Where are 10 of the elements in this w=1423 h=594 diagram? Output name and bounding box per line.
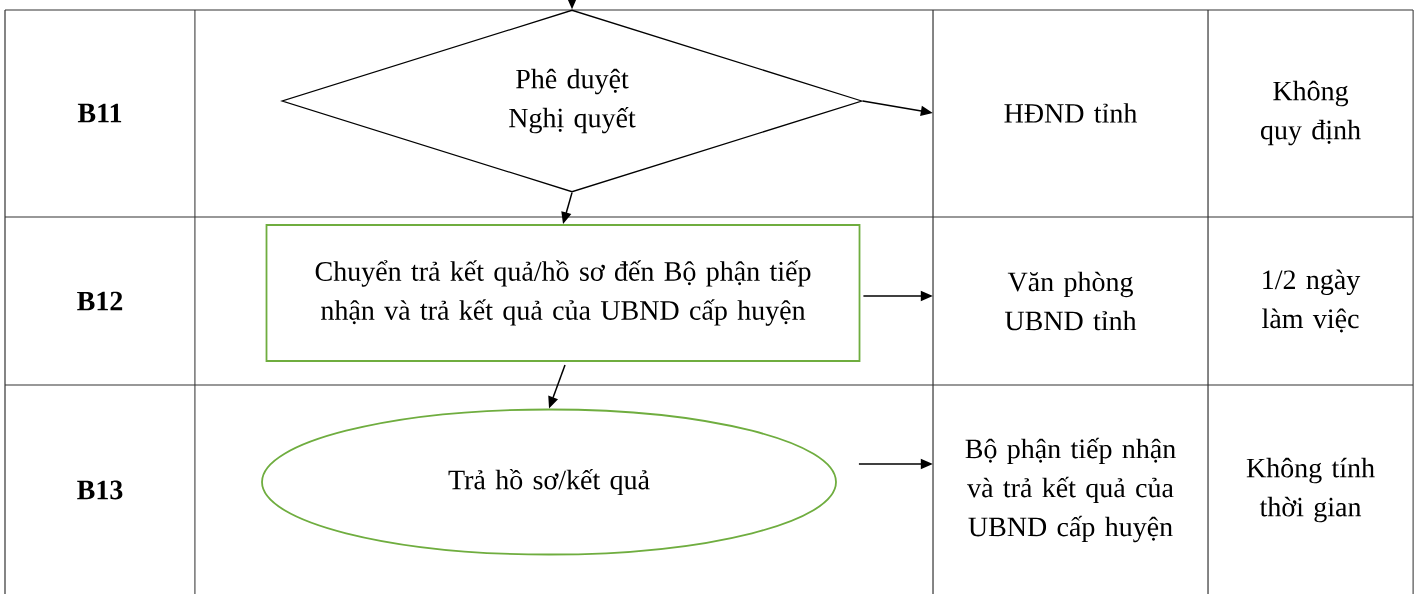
step-number: B11 bbox=[77, 103, 122, 123]
table-cell: Bộ phận tiếp nhận và trả kết quả của UBND cấp huyện bbox=[965, 437, 1176, 543]
table-cell: HĐND tỉnh bbox=[1004, 103, 1137, 123]
table-cell: Văn phòng UBND tỉnh bbox=[1005, 271, 1137, 331]
duration-text: 1/2 ngày làm việc bbox=[1262, 269, 1361, 333]
duration-text: Không tính thời gian bbox=[1246, 457, 1375, 523]
duration-text: Không quy định bbox=[1260, 80, 1361, 146]
process-box: Chuyển trả kết quả/hồ sơ đến Bộ phận tiếp nhận và trả kết quả của UBND cấp huyện bbox=[265, 224, 861, 362]
step-number: B12 bbox=[77, 291, 123, 311]
step-number: B13 bbox=[77, 480, 123, 500]
